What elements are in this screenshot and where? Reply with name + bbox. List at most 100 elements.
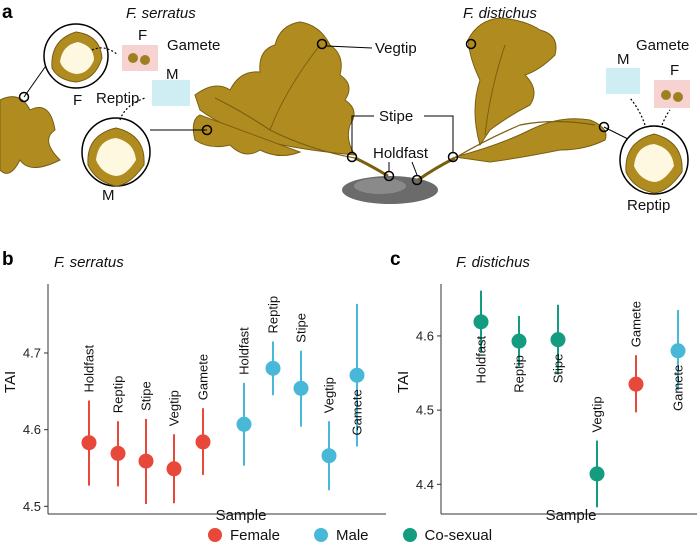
panel-label-a: a	[2, 2, 13, 23]
chart-c-point-reptip-co-sexual: Reptip	[511, 315, 527, 393]
panel-c: c F. distichus 4.4 4.5 4.6 Holdfast Reptip St…	[390, 249, 697, 524]
legend-label-male: Male	[335, 526, 369, 544]
chart-b-point-label: Gamete	[350, 389, 365, 435]
label-holdfast: Holdfast	[373, 145, 429, 162]
chart-b-point-label: Holdfast	[237, 327, 252, 375]
chart-b-marker	[166, 461, 182, 477]
chart-b-marker	[349, 367, 365, 383]
chart-c-ytick-label: 4.4	[416, 477, 434, 492]
chart-b-point-label: Vegtip	[167, 390, 182, 426]
chart-b-xlabel: Sample	[216, 507, 267, 524]
legend-swatch-male	[313, 528, 328, 542]
gamete-box-female-right	[654, 80, 690, 108]
label-m-right: M	[617, 51, 630, 68]
chart-c-point-label: Gamete	[629, 301, 644, 347]
serratus-thallus	[192, 21, 389, 178]
chart-c-point-stipe-co-sexual: Stipe	[550, 304, 566, 384]
label-f-left-bottom: F	[73, 92, 82, 109]
chart-c-ytick-label: 4.5	[416, 403, 434, 418]
chart-b-marker	[236, 416, 252, 432]
chart-b-point-label: Gamete	[196, 354, 211, 400]
chart-c-point-label: Holdfast	[474, 335, 489, 383]
chart-c-title: F. distichus	[456, 254, 530, 271]
chart-b-point-label: Vegtip	[322, 377, 337, 413]
chart-c-point-label: Reptip	[512, 355, 527, 393]
zoom-circle-distichus	[603, 125, 689, 195]
chart-b-point-gamete-female: Gamete	[195, 354, 211, 475]
chart-c-point-label: Vegtip	[590, 396, 605, 432]
panel-a: a F. serratus F. distichus	[0, 2, 690, 214]
legend-item-cosexual: Co-sexual	[402, 526, 493, 544]
chart-c-marker	[511, 333, 527, 349]
legend-item-male: Male	[313, 526, 369, 544]
species-label-serratus: F. serratus	[126, 5, 196, 22]
legend: Female Male Co-sexual	[0, 524, 700, 546]
chart-b-point-holdfast-female: Holdfast	[81, 344, 97, 486]
chart-b-ytick-label: 4.7	[23, 346, 41, 361]
gamete-box-female-left	[122, 45, 158, 71]
legend-label-female: Female	[229, 526, 280, 544]
chart-c-marker	[473, 314, 489, 330]
species-label-distichus: F. distichus	[463, 5, 537, 22]
chart-b-point-reptip-female: Reptip	[110, 376, 126, 487]
legend-item-female: Female	[207, 526, 280, 544]
chart-b-marker	[293, 380, 309, 396]
label-gamete-right: Gamete	[636, 37, 689, 54]
chart-b-title: F. serratus	[54, 254, 124, 271]
vegtip-leader	[326, 45, 373, 49]
chart-b-point-vegtip-male: Vegtip	[321, 377, 337, 491]
chart-b-point-label: Holdfast	[82, 344, 97, 392]
legend-label-cosexual: Co-sexual	[424, 526, 493, 544]
label-m-left-bottom: M	[102, 187, 115, 204]
chart-b-point-stipe-male: Stipe	[293, 313, 309, 427]
legend-swatch-female	[207, 528, 222, 542]
chart-b-marker	[321, 448, 337, 464]
chart-c-marker	[589, 466, 605, 482]
gamete-arrows	[91, 47, 671, 126]
stipe-leader-left	[351, 115, 374, 152]
chart-c-ylabel: TAI	[395, 371, 412, 393]
label-stipe: Stipe	[379, 108, 413, 125]
legend-swatch-cosexual	[402, 528, 417, 542]
chart-c-xlabel: Sample	[546, 507, 597, 524]
chart-c-marker	[550, 332, 566, 348]
chart-b-ytick-label: 4.5	[23, 499, 41, 514]
chart-b-point-label: Reptip	[266, 296, 281, 334]
label-f-right: F	[670, 62, 679, 79]
label-vegtip: Vegtip	[375, 40, 417, 57]
chart-c-marker	[670, 343, 686, 359]
chart-b-point-reptip-male: Reptip	[265, 296, 281, 396]
chart-c-point-vegtip-co-sexual: Vegtip	[589, 396, 605, 508]
panel-label-c: c	[390, 249, 401, 270]
label-reptip-left: Reptip	[96, 90, 139, 107]
zoom-circle-male	[81, 117, 207, 187]
rock-highlight	[354, 178, 406, 194]
chart-b-point-holdfast-male: Holdfast	[236, 327, 252, 466]
chart-c-ytick-label: 4.6	[416, 328, 434, 343]
label-f-left: F	[138, 27, 147, 44]
gamete-box-male-right	[606, 68, 640, 94]
chart-c-point-label: Stipe	[551, 354, 566, 384]
chart-b-marker	[81, 435, 97, 451]
chart-b-point-label: Stipe	[139, 381, 154, 411]
chart-b-point-stipe-female: Stipe	[138, 381, 154, 505]
chart-b-point-gamete-male: Gamete	[349, 303, 365, 447]
chart-b-marker	[138, 453, 154, 469]
label-gamete-left: Gamete	[167, 37, 220, 54]
chart-b-ylabel: TAI	[2, 371, 19, 393]
label-m-left: M	[166, 66, 179, 83]
chart-c-point-holdfast-co-sexual: Holdfast	[473, 290, 489, 384]
chart-c-point-gamete-male: Gamete	[670, 309, 686, 411]
chart-c-marker	[628, 376, 644, 392]
chart-c-point-gamete-female: Gamete	[628, 301, 644, 413]
panel-label-b: b	[2, 249, 14, 270]
gamete-box-male-left	[152, 80, 190, 106]
distichus-thallus	[417, 17, 607, 182]
serratus-fragment-left	[0, 96, 61, 174]
chart-b-marker	[265, 360, 281, 376]
chart-c-point-label: Gamete	[671, 365, 686, 411]
